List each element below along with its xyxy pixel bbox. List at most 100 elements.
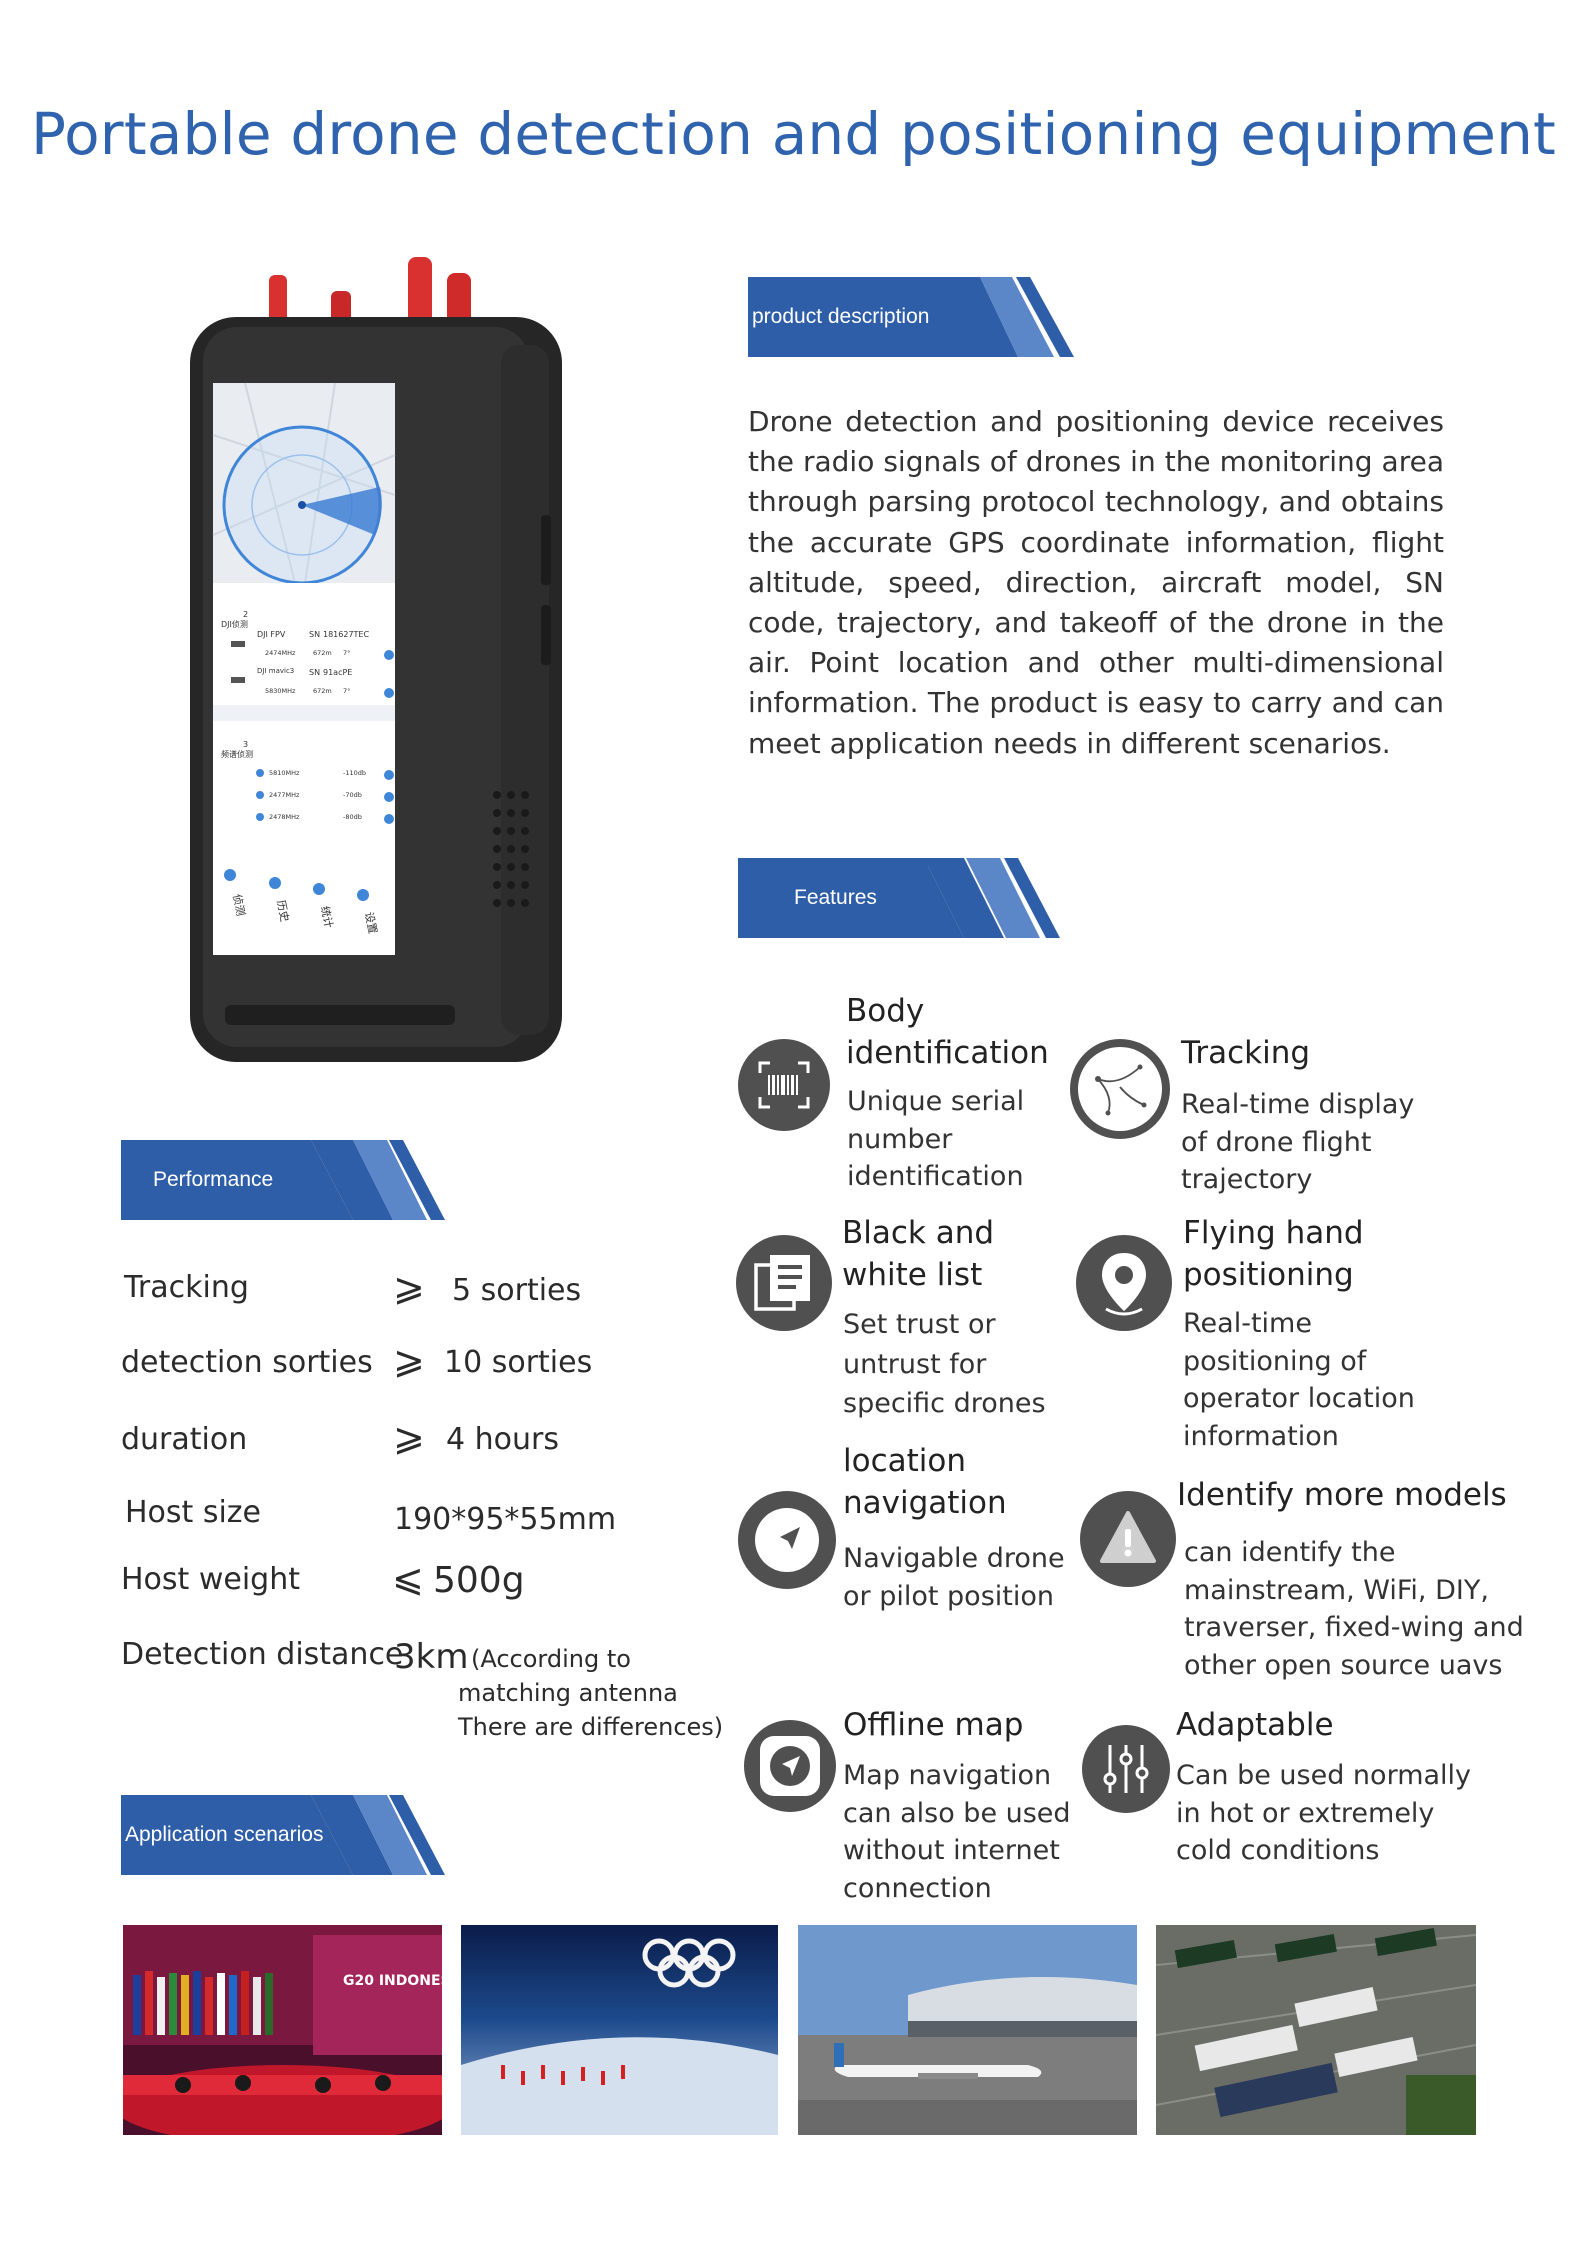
banner-features: Features xyxy=(738,858,1068,938)
airport-photo xyxy=(798,1925,1137,2135)
feature-desc-body-identification: Unique serial number identification xyxy=(847,1083,1024,1196)
feature-title-body-identification: Body identification xyxy=(846,990,1049,1074)
g20-banner-text: G20 INDONESIA 2022 xyxy=(343,1973,442,1989)
feature-title-location-navigation: location navigation xyxy=(843,1440,1007,1524)
title-line: positioning xyxy=(1183,1257,1354,1293)
screen-drone2-freq: 5830MHz xyxy=(265,687,296,695)
screen-nav-detect: 侦测 xyxy=(230,893,247,917)
title-line: white list xyxy=(842,1257,983,1293)
trajectory-icon xyxy=(1070,1039,1170,1139)
perf-symbol-gte: ⩾ xyxy=(393,1265,425,1309)
desc-line: trajectory xyxy=(1181,1164,1313,1195)
screen-drone2-sn: 91acPE xyxy=(323,668,352,677)
document-list-icon xyxy=(736,1235,832,1331)
desc-line: Navigable drone xyxy=(843,1543,1065,1574)
desc-line: Real-time xyxy=(1183,1308,1312,1339)
detection-distance-note: (According to matching antenna There are… xyxy=(458,1642,723,1744)
feature-desc-location-navigation: Navigable drone or pilot position xyxy=(843,1540,1065,1615)
desc-line: connection xyxy=(843,1872,992,1904)
desc-line: mainstream, WiFi, DIY, xyxy=(1184,1574,1489,1606)
feature-desc-offline-map: Map navigation can also be used without … xyxy=(843,1757,1071,1907)
perf-label-tracking: Tracking xyxy=(124,1270,249,1305)
desc-line: Real-time display xyxy=(1181,1089,1415,1120)
location-pin-icon xyxy=(1076,1235,1172,1331)
desc-line: other open source uavs xyxy=(1184,1649,1503,1681)
note-line: matching antenna xyxy=(458,1679,678,1707)
perf-value-host-size: 190*95*55mm xyxy=(394,1502,617,1537)
banner-label: Application scenarios xyxy=(125,1823,324,1846)
perf-symbol-lte: ⩽ xyxy=(392,1556,424,1600)
feature-desc-black-white-list: Set trust or untrust for specific drones xyxy=(843,1305,1046,1424)
screen-sig2-freq: 2477MHz xyxy=(269,791,300,799)
feature-desc-adaptable: Can be used normally in hot or extremely… xyxy=(1176,1757,1471,1870)
perf-label-detection-distance: Detection distance xyxy=(121,1637,404,1672)
banner-label: Features xyxy=(794,886,877,909)
feature-desc-flying-hand-positioning: Real-time positioning of operator locati… xyxy=(1183,1305,1415,1455)
navigation-arrow-icon xyxy=(738,1491,836,1589)
banner-label: Performance xyxy=(153,1168,274,1191)
screen-sig3-db: -80db xyxy=(343,813,362,821)
title-line: navigation xyxy=(843,1485,1007,1521)
perf-value-duration: 4 hours xyxy=(446,1422,559,1457)
desc-line: traverser, fixed-wing and xyxy=(1184,1612,1524,1643)
note-line: There are differences) xyxy=(458,1713,724,1741)
feature-desc-tracking: Real-time display of drone flight trajec… xyxy=(1181,1086,1414,1199)
desc-line: without internet xyxy=(843,1835,1060,1866)
note-line: (According to xyxy=(471,1645,631,1673)
desc-line: or pilot position xyxy=(843,1580,1054,1612)
desc-line: positioning of xyxy=(1183,1345,1367,1377)
desc-line: cold conditions xyxy=(1176,1835,1380,1866)
desc-line: operator location xyxy=(1183,1383,1415,1414)
barcode-scan-icon xyxy=(738,1039,830,1131)
desc-line: untrust for xyxy=(843,1348,987,1380)
title-line: identification xyxy=(846,1035,1049,1071)
offline-map-icon xyxy=(744,1720,836,1812)
desc-line: in hot or extremely xyxy=(1176,1797,1435,1829)
desc-line: Can be used normally xyxy=(1176,1760,1472,1791)
desc-line: can identify the xyxy=(1184,1537,1396,1568)
perf-value-tracking: 5 sorties xyxy=(452,1273,582,1308)
screen-sig1-freq: 5810MHz xyxy=(269,769,300,777)
screen-sig1-db: -110db xyxy=(343,769,366,777)
screen-sig3-freq: 2478MHz xyxy=(269,813,300,821)
desc-line: identification xyxy=(847,1161,1024,1192)
perf-symbol-gte: ⩾ xyxy=(393,1415,425,1459)
title-line: Flying hand xyxy=(1183,1215,1364,1251)
feature-desc-identify-more-models: can identify the mainstream, WiFi, DIY, … xyxy=(1184,1534,1524,1684)
sliders-icon xyxy=(1082,1725,1170,1813)
banner-application-scenarios: Application scenarios xyxy=(121,1795,451,1875)
desc-line: Map navigation xyxy=(843,1760,1052,1791)
screen-label-1: DJI侦测 xyxy=(221,619,248,629)
feature-title-flying-hand-positioning: Flying hand positioning xyxy=(1183,1212,1364,1296)
screen-count-1: 2 xyxy=(243,610,248,619)
screen-drone2-model: DJI mavic3 xyxy=(257,667,294,675)
perf-value-detection-distance: 3km xyxy=(394,1637,469,1677)
feature-title-tracking: Tracking xyxy=(1181,1035,1311,1071)
desc-line: Set trust or xyxy=(843,1309,996,1340)
page-title: Portable drone detection and positioning… xyxy=(31,100,1556,168)
screen-label-2: 频谱侦测 xyxy=(221,749,253,759)
screen-drone1-model: DJI FPV xyxy=(257,630,286,639)
olympic-ceremony-photo xyxy=(461,1925,778,2135)
screen-count-2: 3 xyxy=(243,740,248,749)
screen-nav-history: 历史 xyxy=(274,899,291,923)
perf-label-detection-sorties: detection sorties xyxy=(121,1345,373,1380)
perf-value-detection-sorties: 10 sorties xyxy=(444,1345,593,1380)
desc-line: information xyxy=(1183,1420,1339,1452)
screen-drone1-sn: 181627TEC xyxy=(323,630,369,639)
feature-title-identify-more-models: Identify more models xyxy=(1177,1477,1507,1513)
desc-line: number xyxy=(847,1123,953,1155)
product-description-text: Drone detection and positioning device r… xyxy=(748,405,1444,760)
screen-drone2-angle: 7° xyxy=(343,687,350,695)
banner-performance: Performance xyxy=(121,1140,451,1220)
perf-symbol-gte: ⩾ xyxy=(393,1338,425,1382)
title-line: Black and xyxy=(842,1215,995,1251)
feature-title-offline-map: Offline map xyxy=(843,1707,1024,1743)
desc-line: Unique serial xyxy=(847,1086,1025,1117)
banner-product-description: product description xyxy=(748,277,1078,357)
desc-line: specific drones xyxy=(843,1388,1046,1419)
perf-label-duration: duration xyxy=(121,1422,248,1457)
title-line: location xyxy=(843,1443,967,1479)
perf-label-host-size: Host size xyxy=(125,1495,262,1530)
screen-drone2-sn-label: SN xyxy=(309,668,320,677)
